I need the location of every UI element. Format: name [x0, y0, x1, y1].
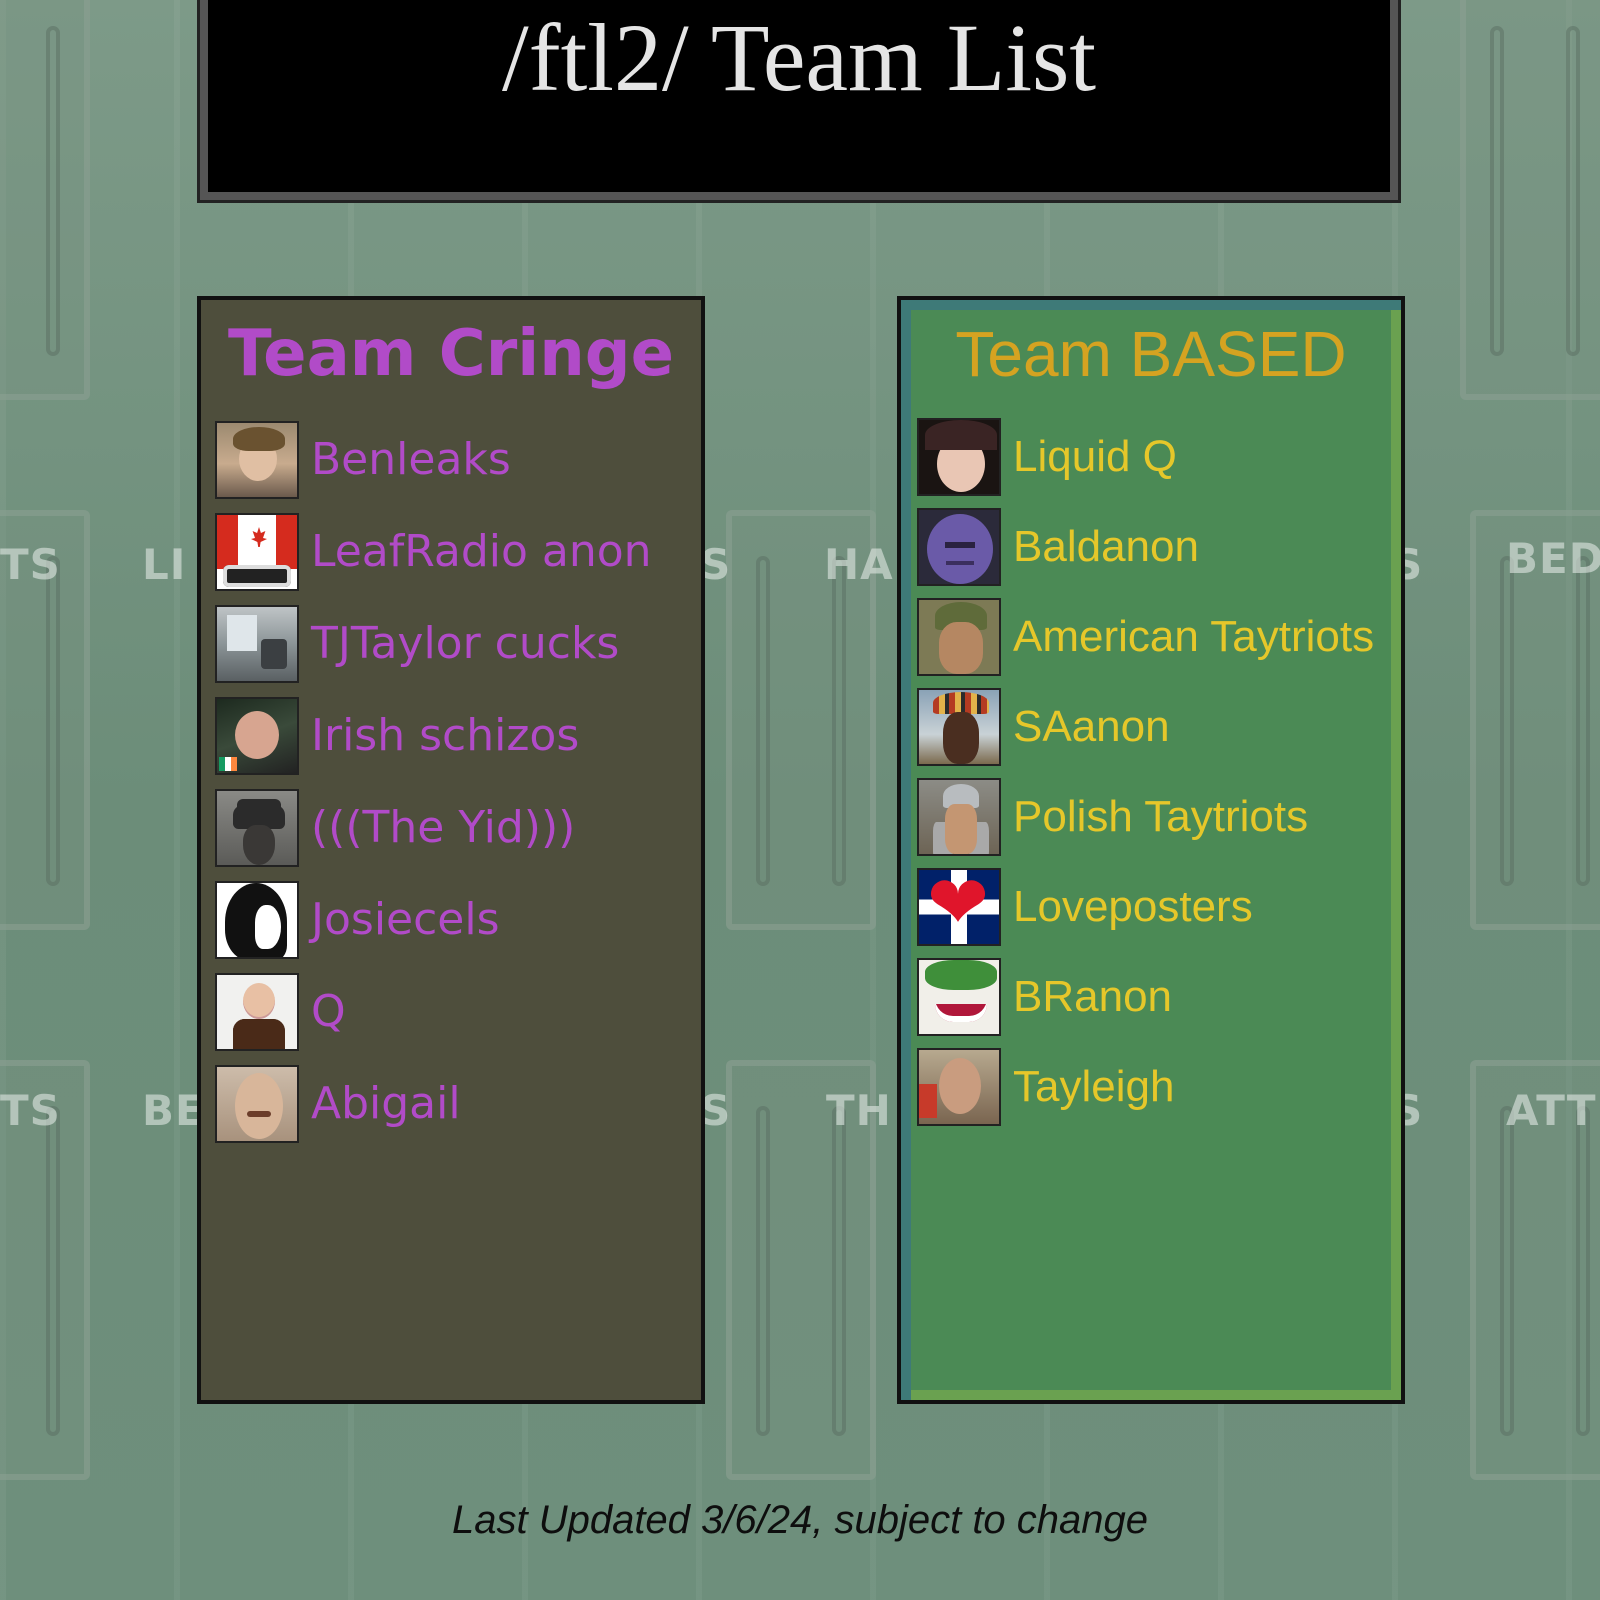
- team-based-panel: Team BASED Liquid Q Baldanon American Ta…: [897, 296, 1405, 1404]
- member-name: (((The Yid))): [311, 802, 576, 853]
- member-name: Abigail: [311, 1078, 461, 1129]
- team-based-title: Team BASED: [955, 318, 1347, 390]
- member-name: Loveposters: [1013, 882, 1253, 931]
- background-locker: [1470, 510, 1600, 930]
- member-name: TJTaylor cucks: [311, 618, 620, 669]
- team-cringe-panel: Team Cringe Benleaks LeafRadio anon TJTa…: [197, 296, 705, 1404]
- avatar: [215, 697, 299, 775]
- background-locker: [726, 1060, 876, 1480]
- member-name: Polish Taytriots: [1013, 792, 1309, 841]
- team-member: Q: [215, 966, 701, 1058]
- background-locker: [726, 510, 876, 930]
- member-name: Benleaks: [311, 434, 511, 485]
- background-locker: [0, 510, 90, 930]
- background-label: S: [700, 540, 732, 589]
- avatar: [215, 513, 299, 591]
- background-label: BE: [142, 1086, 205, 1135]
- avatar: [215, 421, 299, 499]
- avatar: ❤: [917, 868, 1001, 946]
- background-label: TH: [826, 1086, 892, 1135]
- team-member: American Taytriots: [917, 592, 1401, 682]
- background-label: TS: [0, 1086, 61, 1135]
- avatar: [215, 1065, 299, 1143]
- avatar: [215, 973, 299, 1051]
- avatar: [917, 508, 1001, 586]
- team-member: Irish schizos: [215, 690, 701, 782]
- avatar: [917, 418, 1001, 496]
- team-member: Tayleigh: [917, 1042, 1401, 1132]
- background-label: HA: [824, 540, 894, 589]
- team-member: Josiecels: [215, 874, 701, 966]
- background-locker: [1460, 0, 1600, 400]
- background-locker: [1470, 1060, 1600, 1480]
- team-member: Liquid Q: [917, 412, 1401, 502]
- member-name: Josiecels: [311, 894, 500, 945]
- team-member: Polish Taytriots: [917, 772, 1401, 862]
- avatar: [917, 688, 1001, 766]
- team-member: Baldanon: [917, 502, 1401, 592]
- member-name: American Taytriots: [1013, 612, 1375, 661]
- member-name: LeafRadio anon: [311, 526, 652, 577]
- maple-leaf-icon: [251, 527, 267, 547]
- member-name: Irish schizos: [311, 710, 580, 761]
- avatar: [917, 778, 1001, 856]
- avatar: [215, 789, 299, 867]
- team-member: Benleaks: [215, 414, 701, 506]
- team-member: ❤ Loveposters: [917, 862, 1401, 952]
- page-title: /ftl2/ Team List: [501, 4, 1097, 111]
- member-name: SAanon: [1013, 702, 1170, 751]
- member-name: Tayleigh: [1013, 1062, 1175, 1111]
- member-name: Q: [311, 986, 346, 1037]
- background-locker: [0, 1060, 90, 1480]
- team-member: SAanon: [917, 682, 1401, 772]
- member-name: BRanon: [1013, 972, 1173, 1021]
- background-label: BED: [1506, 534, 1600, 583]
- team-based-members: Liquid Q Baldanon American Taytriots SAa…: [917, 412, 1401, 1132]
- background-label: ATT: [1506, 1086, 1597, 1135]
- team-member: LeafRadio anon: [215, 506, 701, 598]
- avatar: [215, 881, 299, 959]
- background-locker: [0, 0, 90, 400]
- team-member: TJTaylor cucks: [215, 598, 701, 690]
- team-member: Abigail: [215, 1058, 701, 1150]
- footer-note: Last Updated 3/6/24, subject to change: [451, 1498, 1149, 1542]
- background-label: S: [700, 1086, 732, 1135]
- header-banner: /ftl2/ Team List: [200, 0, 1398, 200]
- member-name: Liquid Q: [1013, 432, 1177, 481]
- team-member: (((The Yid))): [215, 782, 701, 874]
- member-name: Baldanon: [1013, 522, 1199, 571]
- team-cringe-title: Team Cringe: [228, 317, 674, 391]
- avatar: [917, 958, 1001, 1036]
- avatar: [917, 1048, 1001, 1126]
- team-cringe-members: Benleaks LeafRadio anon TJTaylor cucks I…: [215, 414, 701, 1150]
- heart-icon: ❤: [927, 868, 990, 946]
- background-label: LI: [142, 540, 187, 589]
- team-member: BRanon: [917, 952, 1401, 1042]
- avatar: [917, 598, 1001, 676]
- background-label: TS: [0, 540, 61, 589]
- avatar: [215, 605, 299, 683]
